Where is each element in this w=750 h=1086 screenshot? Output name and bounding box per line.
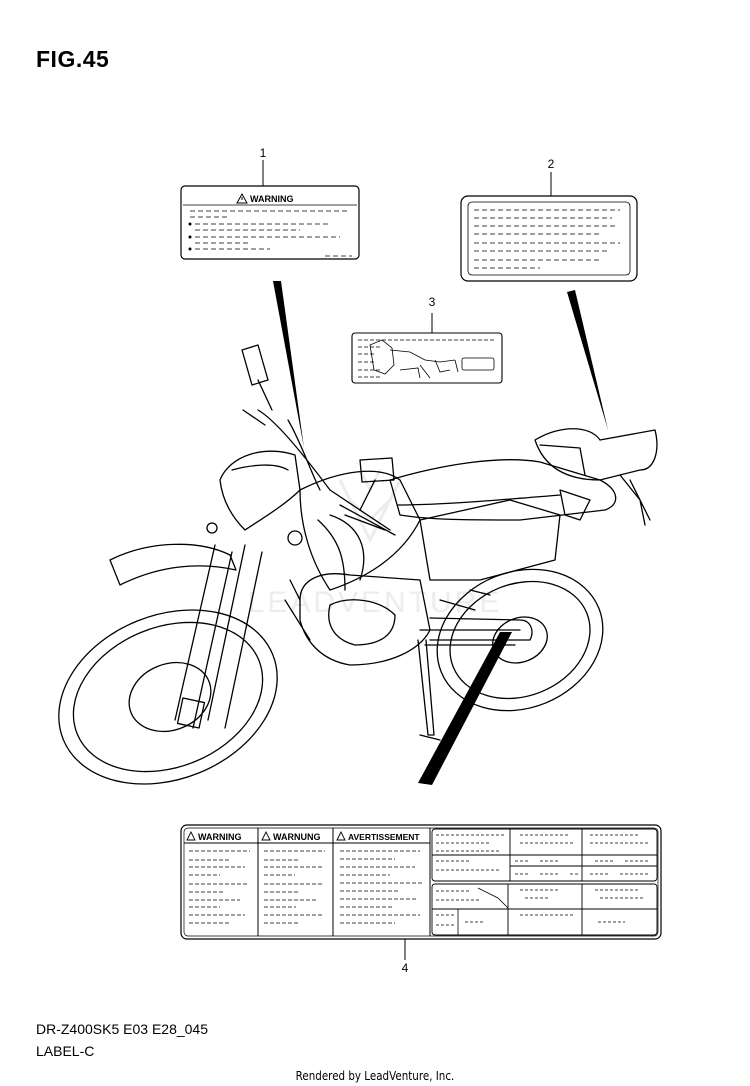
footer-credit: Rendered by LeadVenture, Inc.: [295, 1069, 455, 1083]
label-1[interactable]: 1 WARNING: [180, 146, 360, 448]
label-4-heading-fr: AVERTISSEMENT: [348, 832, 420, 842]
section-name: LABEL-C: [36, 1043, 95, 1059]
pointer-4: [418, 632, 512, 785]
label-2[interactable]: 2: [460, 157, 638, 430]
model-code: DR-Z400SK5 E03 E28_045: [36, 1021, 208, 1037]
callout-2: 2: [548, 157, 555, 171]
label-4[interactable]: WARNING WARNUNG AVERTISSEMENT: [180, 824, 662, 975]
callout-1: 1: [260, 146, 267, 160]
warning-triangle-icon: [236, 192, 248, 204]
label-4-heading-en: WARNING: [198, 832, 242, 842]
label-1-heading: WARNING: [250, 194, 294, 204]
figure-title: FIG.45: [36, 46, 110, 72]
label-3[interactable]: 3: [351, 295, 503, 384]
watermark: LEADVENTURE: [248, 469, 499, 619]
callout-3: 3: [429, 295, 436, 309]
callout-4: 4: [402, 961, 409, 975]
motorcycle-illustration: [58, 344, 658, 785]
label-4-heading-de: WARNUNG: [273, 832, 321, 842]
warning-triangle-icon: [186, 830, 346, 841]
